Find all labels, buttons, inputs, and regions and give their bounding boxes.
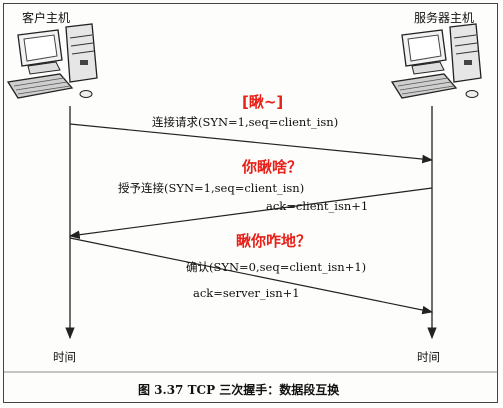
message-label-granted: 授予连接(SYN=1,seq=client_isn) <box>118 181 305 195</box>
annotation-2: 你瞅啥？ <box>242 158 303 176</box>
figure-frame <box>3 3 498 403</box>
message-extra-granted: ack=client_isn+1 <box>266 199 369 213</box>
server-host-label: 服务器主机 <box>414 11 475 25</box>
server-time-label: 时间 <box>417 350 440 364</box>
arrow-connection-request <box>69 123 434 164</box>
annotation-3: 瞅你咋地？ <box>236 232 312 250</box>
client-time-label: 时间 <box>53 350 76 364</box>
arrow-acknowledgement <box>69 237 434 315</box>
message-label-request: 连接请求(SYN=1,seq=client_isn) <box>152 115 339 129</box>
message-extra-ack: ack=server_isn+1 <box>193 286 300 300</box>
figure-caption: 图 3.37 TCP 三次握手：数据段互换 <box>138 383 340 397</box>
server-computer-icon <box>390 23 482 99</box>
message-label-ack: 确认(SYN=0,seq=client_isn+1) <box>186 260 367 274</box>
arrow-connection-granted <box>68 187 433 240</box>
annotation-1: [瞅~] <box>242 93 284 111</box>
client-host-label: 客户主机 <box>22 11 71 25</box>
client-computer-icon <box>6 23 98 99</box>
